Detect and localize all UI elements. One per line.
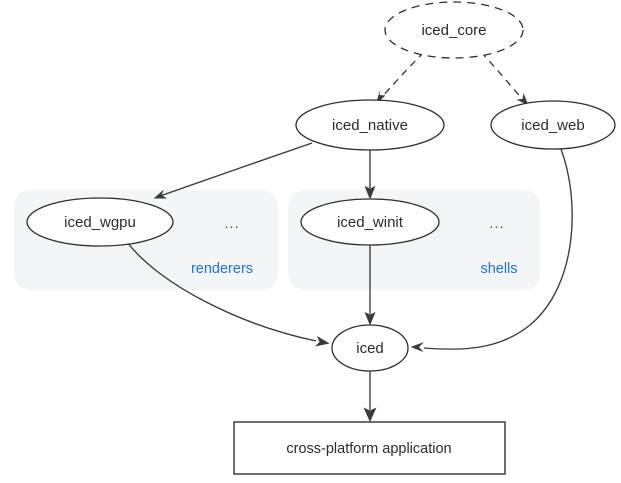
edge-iced-winit-to-iced (364, 245, 376, 326)
shells-ellipsis-label: ... (489, 215, 505, 232)
cluster-shells-label: shells (480, 261, 517, 277)
node-iced-core-label: iced_core (421, 22, 486, 39)
node-cross-platform-application-label: cross-platform application (286, 441, 451, 457)
node-iced-wgpu[interactable]: iced_wgpu (26, 197, 174, 247)
node-iced-native-shape[interactable] (295, 99, 445, 151)
renderers-ellipsis-label: ... (224, 215, 240, 232)
node-iced-wgpu-label: iced_wgpu (64, 214, 136, 231)
node-iced-shape[interactable] (331, 324, 409, 372)
edge-iced-to-application (363, 371, 377, 422)
node-cross-platform-application[interactable]: cross-platform application (233, 421, 506, 475)
node-iced-web-shape[interactable] (490, 100, 616, 150)
edge-iced-web-to-iced-arrowhead (410, 342, 424, 352)
edge-iced-core-to-iced-web (480, 51, 529, 106)
edge-iced-core-to-iced-native-line (378, 51, 425, 101)
cluster-renderers-label: renderers (191, 261, 253, 277)
edge-iced-native-to-iced-winit (364, 150, 376, 200)
node-iced-core[interactable]: iced_core (384, 1, 524, 59)
edge-iced-native-to-iced-wgpu-arrowhead (153, 189, 167, 199)
edge-iced-native-to-iced-winit-arrowhead (364, 186, 376, 200)
node-iced-winit[interactable]: iced_winit (300, 198, 440, 246)
edge-iced-to-application-arrowhead (363, 407, 377, 422)
edge-iced-native-to-iced-wgpu (153, 142, 313, 199)
node-cross-platform-application-shape[interactable] (233, 421, 506, 475)
edge-iced-core-to-iced-native (375, 51, 425, 105)
edge-iced-web-to-iced (410, 148, 573, 352)
edge-iced-wgpu-to-iced-line (126, 241, 317, 342)
node-iced-label: iced (356, 340, 384, 357)
edge-iced-wgpu-to-iced (126, 241, 330, 347)
node-iced-core-shape[interactable] (384, 1, 524, 59)
node-iced-wgpu-shape[interactable] (26, 197, 174, 247)
node-iced-native-label: iced_native (332, 117, 408, 134)
node-iced-web[interactable]: iced_web (490, 100, 616, 150)
node-iced-native[interactable]: iced_native (295, 99, 445, 151)
edge-iced-winit-to-iced-arrowhead (364, 312, 376, 326)
edge-iced-wgpu-to-iced-arrowhead (315, 336, 330, 347)
node-iced-web-label: iced_web (521, 117, 584, 134)
edge-iced-native-to-iced-wgpu-line (159, 142, 313, 197)
node-iced-winit-shape[interactable] (300, 198, 440, 246)
edge-iced-web-to-iced-line (423, 148, 573, 350)
edge-iced-core-to-iced-web-arrowhead (516, 93, 529, 106)
node-iced-winit-label: iced_winit (337, 214, 404, 231)
node-iced[interactable]: iced (331, 324, 409, 372)
edge-iced-core-to-iced-web-line (480, 51, 525, 102)
